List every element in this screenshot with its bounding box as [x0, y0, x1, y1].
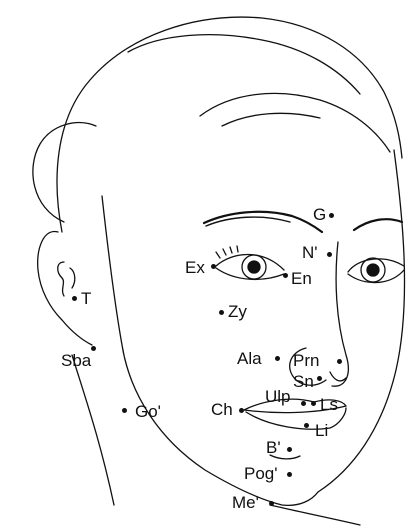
- face-right-contour: [318, 150, 405, 492]
- nose-bridge: [332, 242, 348, 386]
- dot-me-prime: [269, 501, 274, 506]
- left-eyebrow: [204, 212, 322, 232]
- dot-g: [329, 213, 334, 218]
- hair-bun: [33, 123, 96, 222]
- dot-sba: [91, 346, 96, 351]
- label-me-prime: Me': [232, 494, 259, 511]
- dot-ala: [275, 356, 280, 361]
- label-en: En: [291, 270, 312, 287]
- dot-li: [304, 423, 309, 428]
- label-ls: Ls: [320, 396, 338, 413]
- label-prn: Prn: [293, 352, 319, 369]
- dot-b-prime: [287, 447, 292, 452]
- label-ex: Ex: [185, 259, 205, 276]
- label-n-prime: N': [302, 244, 318, 261]
- label-pog-prime: Pog': [244, 465, 278, 482]
- label-sn: Sn: [293, 373, 314, 390]
- right-eyebrow: [354, 219, 402, 230]
- left-pupil: [248, 261, 260, 273]
- dot-prn: [337, 359, 342, 364]
- label-b-prime: B': [266, 439, 281, 456]
- label-sba: Sba: [61, 352, 91, 369]
- label-ulp: Ulp: [265, 388, 291, 405]
- label-ala: Ala: [237, 350, 262, 367]
- hair-strand-3: [222, 113, 320, 126]
- dot-en: [283, 273, 288, 278]
- label-li: Li: [315, 422, 328, 439]
- dot-ch: [239, 408, 244, 413]
- dot-sn: [317, 376, 322, 381]
- label-ch: Ch: [211, 401, 233, 418]
- ear-fold: [70, 268, 75, 288]
- ear-inner: [58, 262, 64, 296]
- dot-n-prime: [327, 252, 332, 257]
- label-g: G: [313, 206, 326, 223]
- dot-pog-prime: [287, 472, 292, 477]
- dot-ls: [311, 401, 316, 406]
- label-go-prime: Go': [135, 403, 161, 420]
- dot-zy: [219, 310, 224, 315]
- dot-go-prime: [122, 408, 127, 413]
- hair-strand-1: [128, 35, 360, 94]
- dot-t: [72, 296, 77, 301]
- dot-ulp: [301, 401, 306, 406]
- hair-outline: [57, 17, 402, 232]
- right-pupil: [367, 264, 379, 276]
- dot-ex: [211, 264, 216, 269]
- label-t: T: [81, 290, 91, 307]
- neck-left: [72, 355, 114, 505]
- label-zy: Zy: [228, 303, 247, 320]
- neck-front: [270, 505, 360, 525]
- nostril-right: [330, 372, 346, 381]
